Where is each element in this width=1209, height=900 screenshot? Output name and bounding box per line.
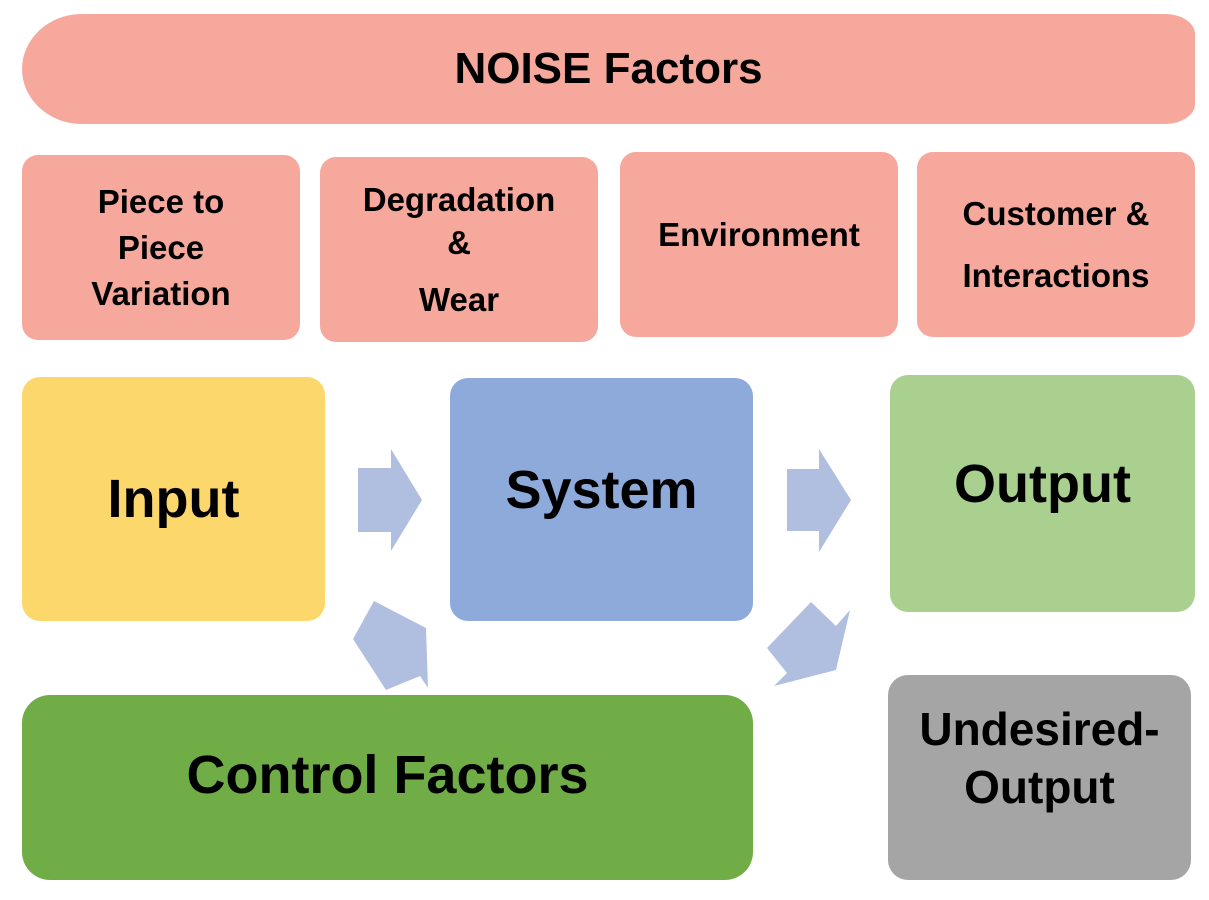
arrow-system-to-output-icon <box>787 449 851 552</box>
noise-item-line: Degradation <box>362 180 556 218</box>
output-box: Output <box>890 375 1195 612</box>
input-label: Input <box>107 469 240 529</box>
noise-item-line: Customer & <box>962 194 1150 232</box>
undesired-output-line: Output <box>964 760 1115 813</box>
noise-item-degradation-wear: Degradation & Wear <box>320 157 598 342</box>
noise-item-line: & <box>447 223 471 261</box>
noise-item-line: Variation <box>91 274 231 312</box>
noise-item-line: Environment <box>658 215 860 253</box>
noise-item-line: Piece <box>117 228 205 266</box>
arrow-control-to-system-icon <box>353 601 428 690</box>
control-factors-box: Control Factors <box>22 695 753 880</box>
noise-item-line: Wear <box>418 280 500 318</box>
system-label: System <box>505 459 698 520</box>
arrow-system-to-undesired-icon <box>767 602 850 686</box>
undesired-output-box: Undesired- Output <box>888 675 1191 880</box>
output-label: Output <box>954 453 1131 514</box>
noise-item-line: Interactions <box>962 256 1150 294</box>
noise-item-piece-variation: Piece to Piece Variation <box>22 155 300 340</box>
control-factors-label: Control Factors <box>186 745 589 805</box>
noise-factors-title: NOISE Factors <box>454 44 763 93</box>
system-box: System <box>450 378 753 621</box>
noise-item-customer-interactions: Customer & Interactions <box>917 152 1195 337</box>
arrow-input-to-system-icon <box>358 449 422 551</box>
input-box: Input <box>22 377 325 621</box>
noise-factors-banner: NOISE Factors <box>22 14 1195 124</box>
noise-item-environment: Environment <box>620 152 898 337</box>
undesired-output-line: Undesired- <box>919 702 1160 755</box>
noise-item-line: Piece to <box>97 182 225 220</box>
